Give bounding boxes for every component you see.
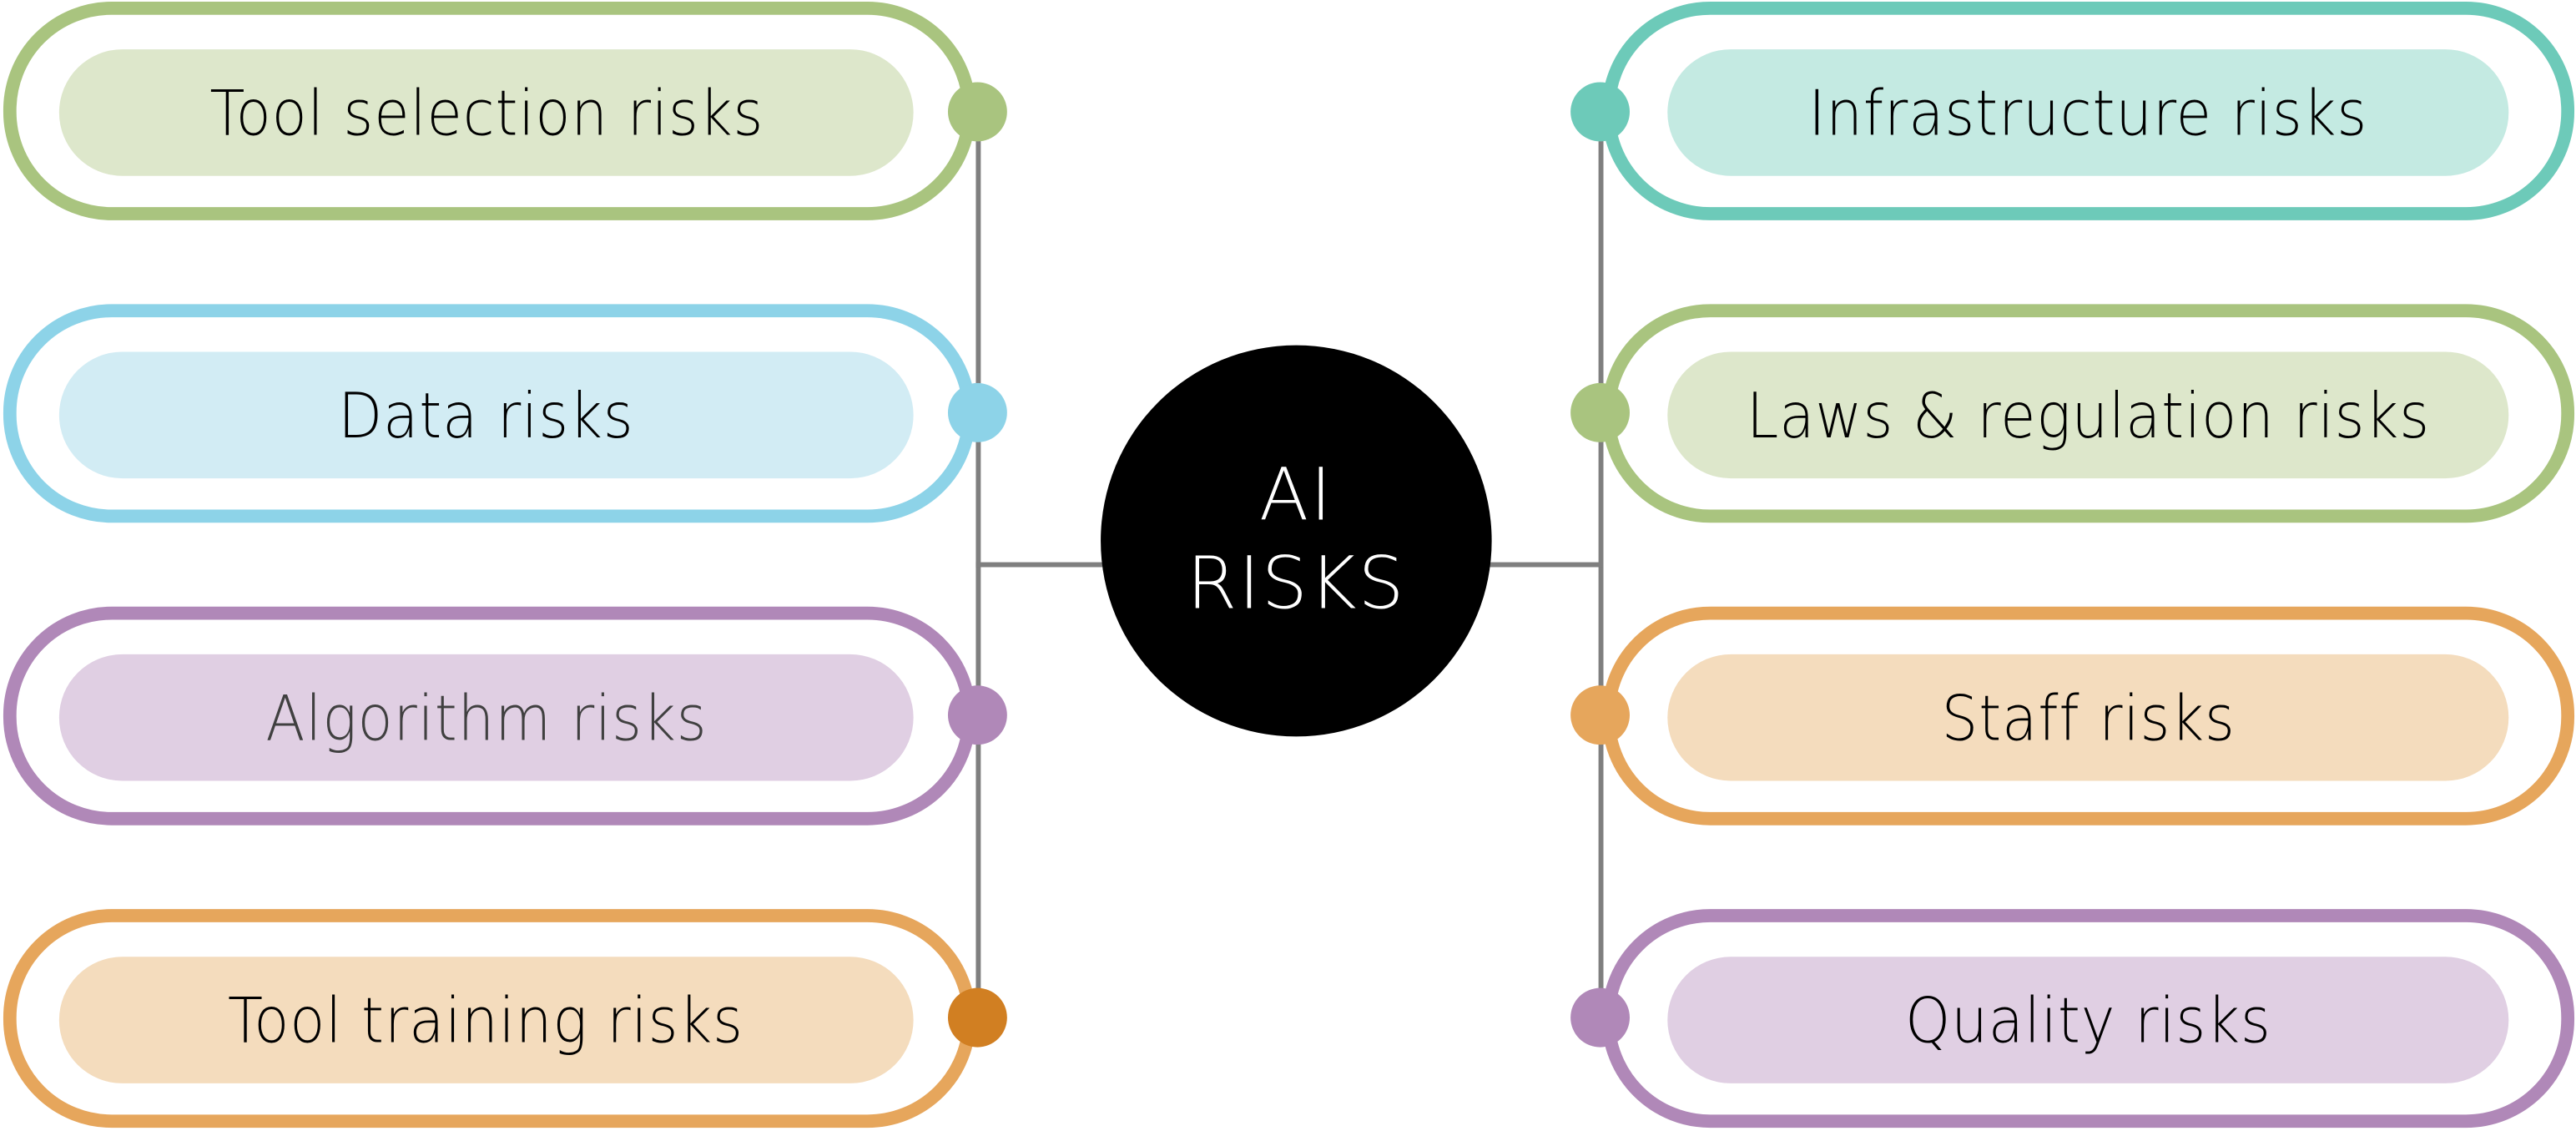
connector-dot <box>1570 685 1630 745</box>
risk-label: Laws & regulation risks <box>1746 378 2430 452</box>
connector-dot <box>1570 987 1630 1048</box>
right-connector-branch <box>1485 562 1602 568</box>
center-title-line-2: RISKS <box>1187 542 1406 627</box>
risk-node-quality[interactable]: Quality risks <box>1601 909 2575 1128</box>
risk-node-algorithm[interactable]: Algorithm risks <box>3 606 976 826</box>
connector-dot <box>947 987 1007 1048</box>
risk-node-tool-training[interactable]: Tool training risks <box>3 909 976 1128</box>
risk-label-pill: Tool training risks <box>58 957 914 1083</box>
connector-dot <box>947 82 1007 142</box>
risk-label: Quality risks <box>1904 983 2271 1057</box>
center-title-line-1: AI <box>1258 453 1333 538</box>
risk-label-pill: Quality risks <box>1667 957 2509 1083</box>
center-hub[interactable]: AI RISKS <box>1101 345 1492 737</box>
risk-node-infrastructure[interactable]: Infrastructure risks <box>1601 1 2575 220</box>
risk-node-tool-selection[interactable]: Tool selection risks <box>3 1 976 220</box>
risk-label-pill: Staff risks <box>1667 654 2509 781</box>
risk-label-pill: Tool selection risks <box>58 49 914 176</box>
connector-dot <box>1570 82 1630 142</box>
risk-label: Tool training risks <box>228 983 744 1057</box>
risk-node-staff[interactable]: Staff risks <box>1601 606 2575 826</box>
risk-label: Staff risks <box>1941 681 2236 755</box>
risk-label: Infrastructure risks <box>1808 76 2368 149</box>
risk-label: Algorithm risks <box>265 681 708 755</box>
risk-label: Data risks <box>338 378 634 452</box>
connector-dot <box>1570 382 1630 442</box>
risk-node-laws-regulation[interactable]: Laws & regulation risks <box>1601 304 2575 523</box>
connector-dot <box>947 382 1007 442</box>
risk-label-pill: Laws & regulation risks <box>1667 351 2509 479</box>
risk-label-pill: Infrastructure risks <box>1667 49 2509 176</box>
connector-dot <box>947 685 1007 745</box>
risk-label-pill: Data risks <box>58 351 914 479</box>
left-connector-branch <box>975 562 1107 568</box>
risk-label: Tool selection risks <box>209 76 764 149</box>
risk-label-pill: Algorithm risks <box>58 654 914 781</box>
risk-node-data[interactable]: Data risks <box>3 304 976 523</box>
